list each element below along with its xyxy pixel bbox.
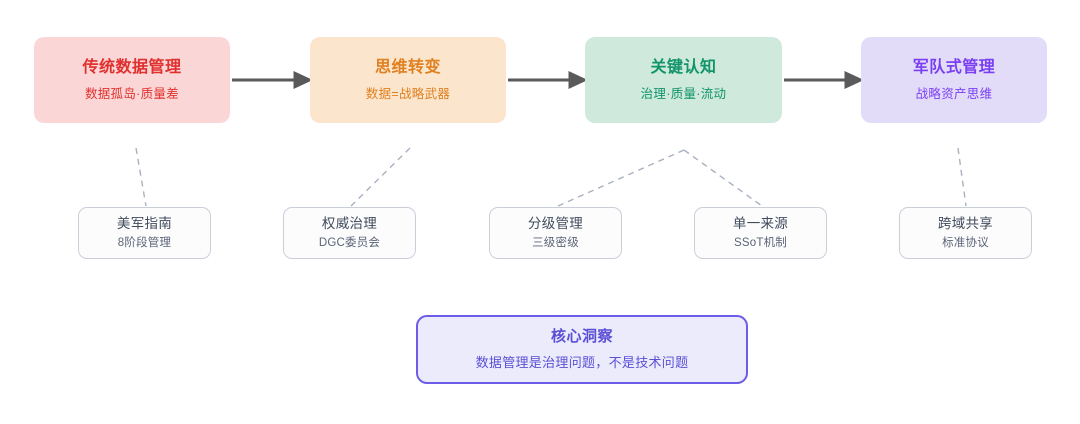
dashed-connector-stage3-detail4	[683, 149, 763, 207]
stage-box-key-insight[interactable]: 关键认知 治理·质量·流动	[585, 37, 782, 123]
stage-box-mindset-shift[interactable]: 思维转变 数据=战略武器	[310, 37, 506, 123]
detail-box-cross-domain-sharing[interactable]: 跨域共享 标准协议	[899, 207, 1032, 259]
insight-title: 核心洞察	[550, 328, 613, 346]
detail-title: 权威治理	[321, 216, 378, 232]
dashed-connector-stage3-detail3	[557, 149, 685, 207]
stage-box-traditional-data-management[interactable]: 传统数据管理 数据孤岛·质量差	[34, 37, 230, 123]
dashed-connector-stage1-detail1	[135, 147, 147, 207]
stage-title: 传统数据管理	[82, 58, 182, 76]
insight-subtitle: 数据管理是治理问题，不是技术问题	[475, 355, 689, 371]
detail-title: 分级管理	[527, 216, 584, 232]
detail-box-us-military-guide[interactable]: 美军指南 8阶段管理	[78, 207, 211, 259]
stage-subtitle: 治理·质量·流动	[640, 87, 727, 102]
stage-subtitle: 数据孤岛·质量差	[84, 87, 180, 102]
detail-title: 美军指南	[116, 216, 173, 232]
dashed-connector-stage2-detail2	[350, 147, 411, 207]
stage-subtitle: 战略资产思维	[915, 87, 993, 102]
detail-subtitle: DGC委员会	[318, 236, 381, 249]
detail-subtitle: SSoT机制	[734, 236, 787, 249]
detail-subtitle: 标准协议	[942, 236, 989, 249]
detail-box-authoritative-governance[interactable]: 权威治理 DGC委员会	[283, 207, 416, 259]
stage-subtitle: 数据=战略武器	[365, 87, 451, 102]
dashed-connector-stage4-detail5	[957, 147, 967, 207]
stage-title: 思维转变	[374, 58, 441, 76]
detail-subtitle: 8阶段管理	[117, 236, 172, 249]
detail-title: 单一来源	[732, 216, 789, 232]
detail-title: 跨域共享	[937, 216, 994, 232]
detail-box-tiered-management[interactable]: 分级管理 三级密级	[489, 207, 622, 259]
stage-box-military-style-management[interactable]: 军队式管理 战略资产思维	[861, 37, 1047, 123]
detail-box-single-source-of-truth[interactable]: 单一来源 SSoT机制	[694, 207, 827, 259]
core-insight-box[interactable]: 核心洞察 数据管理是治理问题，不是技术问题	[416, 315, 748, 384]
detail-subtitle: 三级密级	[532, 236, 579, 249]
stage-title: 关键认知	[650, 58, 717, 76]
stage-title: 军队式管理	[912, 58, 996, 76]
